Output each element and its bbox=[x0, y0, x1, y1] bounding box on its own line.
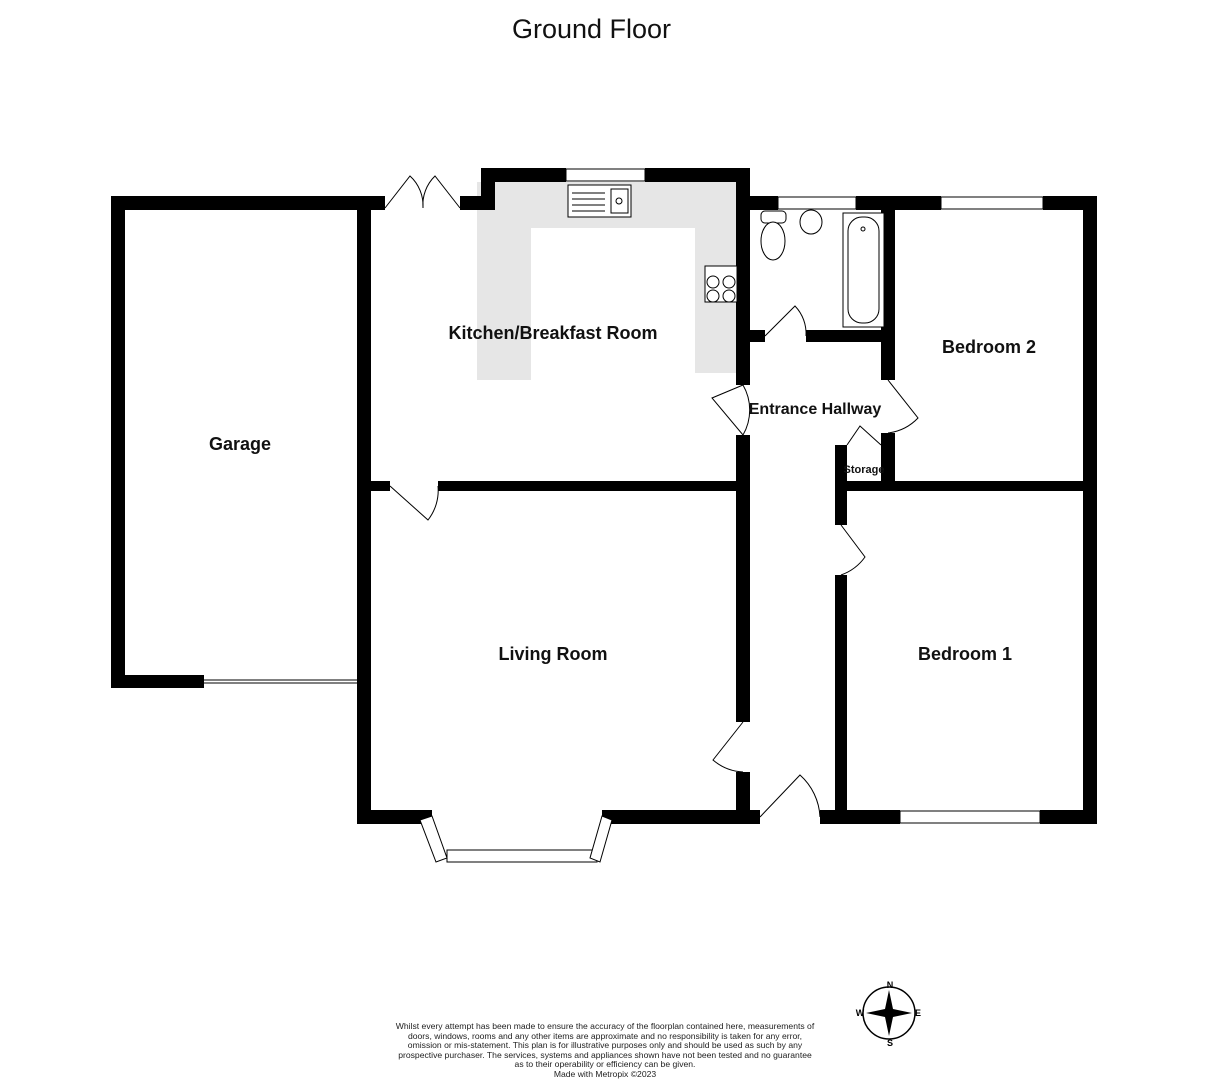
basin bbox=[799, 209, 823, 235]
compass-s: S bbox=[887, 1038, 893, 1048]
disclaimer-text: Whilst every attempt has been made to en… bbox=[395, 1021, 815, 1070]
room-label-bedroom2: Bedroom 2 bbox=[942, 337, 1036, 357]
toilet bbox=[760, 210, 787, 261]
compass-e: E bbox=[915, 1008, 921, 1018]
room-label-hallway: Entrance Hallway bbox=[749, 401, 882, 418]
bath bbox=[842, 212, 885, 328]
doors bbox=[384, 175, 919, 818]
walls bbox=[111, 168, 1097, 824]
room-label-living: Living Room bbox=[499, 644, 608, 664]
compass-n: N bbox=[887, 980, 894, 990]
room-label-storage: Storage bbox=[844, 464, 885, 476]
credit: Made with Metropix ©2023 bbox=[553, 1068, 657, 1079]
windows bbox=[204, 168, 1044, 863]
room-label-kitchen: Kitchen/Breakfast Room bbox=[448, 323, 657, 343]
floor-title: Ground Floor bbox=[511, 14, 672, 44]
hob bbox=[704, 265, 738, 303]
room-label-bedroom1: Bedroom 1 bbox=[918, 644, 1012, 664]
kitchen-sink bbox=[567, 184, 632, 218]
room-label-garage: Garage bbox=[209, 434, 271, 454]
disclaimer: Whilst every attempt has been made to en… bbox=[395, 1021, 815, 1080]
compass-icon: N E S W bbox=[856, 980, 921, 1048]
compass-w: W bbox=[856, 1008, 865, 1018]
